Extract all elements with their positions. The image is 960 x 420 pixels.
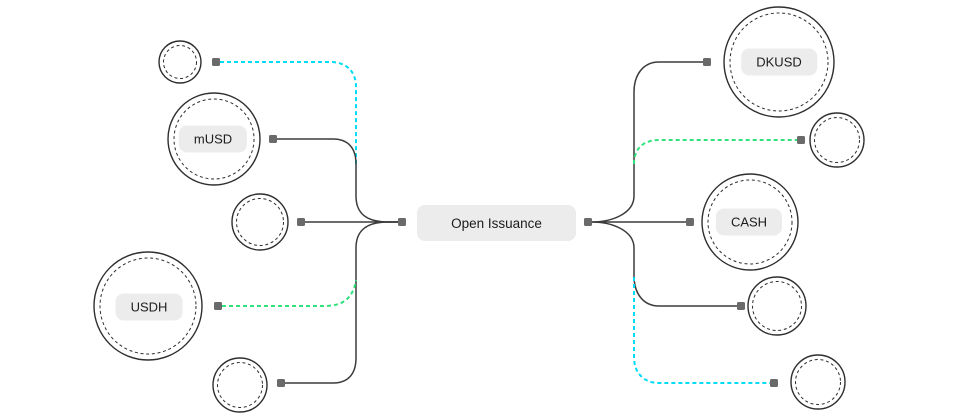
coin-inner-ring [814,117,860,163]
coin-mid-left[interactable] [231,193,289,251]
edge-musd [277,138,398,223]
label-cash[interactable]: CASH [715,208,783,236]
connector-handle [770,379,778,387]
connector-handle [214,302,222,310]
edges-left [220,61,398,384]
coin-top-left[interactable] [158,40,202,84]
connector-handle [797,136,805,144]
coin-bottom-left[interactable] [212,357,268,413]
connector-handle [277,379,285,387]
connector-handle [212,58,220,66]
open-issuance-node[interactable]: Open Issuance [417,205,576,241]
coin-inner-ring [729,12,829,112]
coin-inner-ring [163,45,197,79]
connector-handle [584,218,592,226]
edge-right-green [633,139,797,165]
edge-bottom-right-cyan [633,277,770,384]
coin-bottom-right[interactable] [790,354,846,410]
edges-right [591,61,797,384]
coin-inner-ring [707,179,793,265]
coin-right-small-upper[interactable] [809,112,865,168]
coin-outer-ring [231,193,289,251]
coin-inner-ring [217,362,263,408]
connector-handle [686,218,694,226]
coin-outer-ring [790,354,846,410]
coin-inner-ring [236,198,284,246]
connector-handle [269,135,277,143]
coin-right-small-lower[interactable] [747,276,807,336]
connector-handles [212,58,805,387]
coin-inner-ring [752,281,802,331]
edge-right-small-lower [591,221,737,307]
edge-usdh-green [222,279,357,307]
coin-inner-ring [795,359,841,405]
coin-outer-ring [212,357,268,413]
label-dkusd[interactable]: DKUSD [741,48,817,76]
coin-outer-ring [158,40,202,84]
connector-handle [398,218,406,226]
connector-handle [703,58,711,66]
coin-inner-ring [99,257,197,355]
coin-outer-ring [809,112,865,168]
connector-handle [737,302,745,310]
coin-outer-ring [747,276,807,336]
edge-dkusd [591,61,703,223]
connector-handle [297,218,305,226]
edge-top-left-cyan [220,61,357,164]
coin-inner-ring [173,98,255,180]
label-usdh[interactable]: USDH [115,293,183,321]
edge-bottom-left [285,221,398,384]
label-musd[interactable]: mUSD [178,125,248,153]
